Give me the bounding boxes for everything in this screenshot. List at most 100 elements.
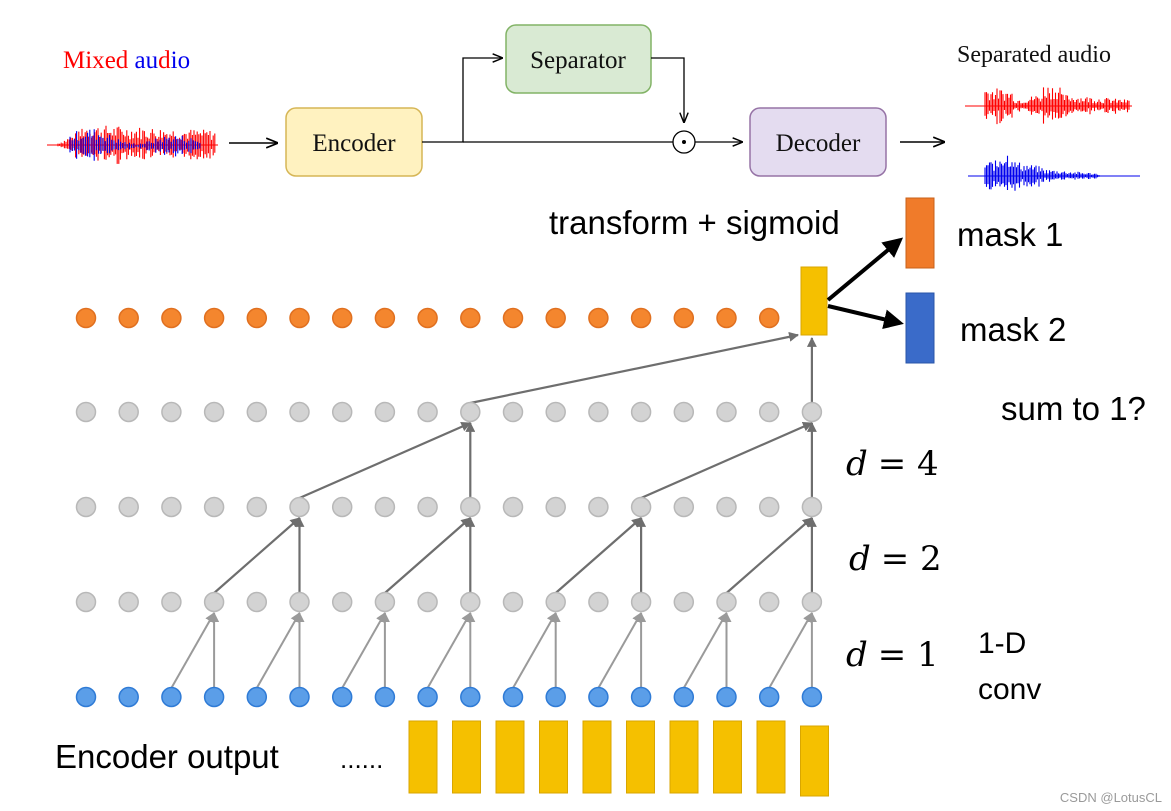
output-node [502, 307, 524, 329]
hidden-node-d4 [289, 401, 310, 423]
edge-d2 [213, 517, 301, 594]
hidden-node-d2 [758, 496, 780, 518]
edge-d1 [512, 612, 557, 689]
output-node [758, 307, 780, 329]
hidden-node-d2 [203, 496, 225, 518]
hidden-node-d2 [673, 496, 695, 518]
hidden-node-d2 [417, 496, 438, 518]
hidden-node-d2 [716, 496, 737, 518]
output-node [203, 307, 225, 329]
hidden-node-d1 [331, 591, 353, 613]
edge-d4 [299, 421, 472, 500]
input-node [673, 686, 695, 708]
output-node [417, 307, 438, 329]
encoder-output-bar [582, 720, 612, 794]
hidden-node-d4 [758, 401, 780, 423]
encoder-to-separator-line [422, 58, 502, 143]
blue-waveform [984, 155, 1100, 191]
output-node [289, 307, 310, 329]
arrow-to-mask1 [826, 237, 904, 302]
arrow-to-mask2 [827, 304, 904, 330]
input-node [502, 686, 524, 708]
input-node [588, 686, 609, 708]
input-node [118, 686, 139, 708]
output-node [588, 307, 609, 329]
edge-d2 [725, 517, 813, 594]
input-node [75, 686, 97, 708]
hidden-node-d2 [460, 496, 481, 518]
hidden-node-d1 [75, 591, 97, 613]
input-node [203, 686, 225, 708]
hidden-node-d4 [588, 401, 609, 423]
hidden-node-d4 [75, 401, 97, 423]
output-gold-bar [800, 266, 828, 336]
encoder-output-bar [756, 720, 786, 794]
hidden-node-d2 [118, 496, 139, 518]
decoder-label: Decoder [776, 130, 861, 157]
encoder-output-bar [452, 720, 481, 794]
conv-label-line1: 1-D [978, 627, 1026, 660]
hidden-node-d2 [246, 496, 268, 518]
input-node [161, 686, 182, 708]
sum-to-one-note: sum to 1? [1001, 390, 1146, 427]
edge-d2 [554, 517, 642, 594]
edge-d1 [341, 612, 386, 689]
hidden-node-d1 [502, 591, 524, 613]
hidden-node-d4 [417, 401, 438, 423]
hidden-node-d4 [331, 401, 353, 423]
hidden-node-d4 [545, 401, 566, 423]
edge-to-output [470, 331, 799, 405]
hidden-node-d2 [630, 496, 652, 518]
hidden-node-d4 [460, 401, 481, 423]
decoder-box [749, 107, 887, 177]
hidden-node-d1 [289, 591, 310, 613]
separated-audio-blue-waveform [968, 155, 1140, 191]
conv-label-line2: conv [978, 673, 1041, 706]
output-node [673, 307, 695, 329]
encoder-output-bar [495, 720, 525, 794]
output-node [246, 307, 268, 329]
network-edges [170, 331, 817, 689]
dilation-label-2: d= 2 [849, 539, 942, 579]
input-node [758, 686, 780, 708]
hidden-node-d2 [588, 496, 609, 518]
mixed-waveform-blue [69, 129, 201, 161]
hidden-node-d1 [716, 591, 737, 613]
edge-d1 [170, 612, 215, 689]
separator-label: Separator [530, 47, 626, 74]
pipeline: Mixed audio Encoder Separator Decoder Se… [47, 24, 1140, 191]
input-node [374, 686, 396, 708]
encoder-output-bar [408, 720, 438, 794]
hidden-node-d4 [246, 401, 268, 423]
input-node [545, 686, 566, 708]
hidden-node-d1 [203, 591, 225, 613]
hidden-node-d2 [75, 496, 97, 518]
separated-audio-red-waveform [965, 87, 1132, 125]
mask1-label: mask 1 [957, 216, 1063, 253]
output-node [118, 307, 139, 329]
transform-sigmoid-label: transform + sigmoid [549, 204, 840, 241]
network-nodes [75, 307, 823, 708]
mixed-waveform-red [57, 125, 216, 164]
mixed-audio-label: Mixed audio [63, 47, 190, 74]
network: transform + sigmoid mask 1 mask 2 sum to… [55, 197, 1146, 797]
input-node [289, 686, 310, 708]
separator-box [505, 24, 652, 94]
encoder-output-label: Encoder output [55, 738, 279, 775]
output-node [630, 307, 652, 329]
hidden-node-d1 [545, 591, 566, 613]
edge-d2 [384, 517, 472, 594]
hidden-node-d4 [630, 401, 652, 423]
edge-d1 [768, 612, 813, 689]
encoder-output-bar [669, 720, 699, 794]
hidden-node-d2 [289, 496, 310, 518]
output-node [75, 307, 97, 329]
mask2-label: mask 2 [960, 311, 1066, 348]
edge-d1 [682, 612, 728, 689]
hidden-node-d2 [502, 496, 524, 518]
hidden-node-d4 [161, 401, 182, 423]
hidden-node-d1 [673, 591, 695, 613]
watermark: CSDN @LotusCL [1060, 790, 1162, 805]
output-node [460, 307, 481, 329]
hidden-node-d2 [331, 496, 353, 518]
